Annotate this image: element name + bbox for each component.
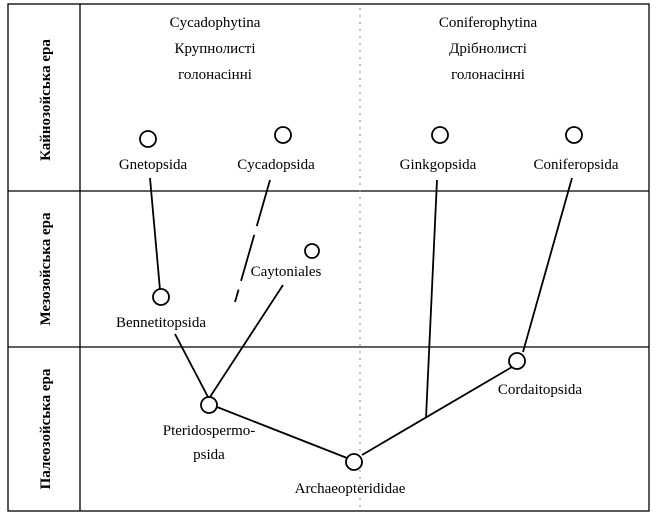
label-pteridospermopsida-line2: psida bbox=[193, 447, 225, 463]
group-subtitle2-coniferophytina: голонасінні bbox=[451, 67, 525, 83]
tree-nodes bbox=[139, 126, 583, 471]
diagram-frame bbox=[7, 3, 650, 512]
era-label-paleozoic: Палеозойська ера bbox=[38, 368, 54, 489]
branch-cycadopsida-pteridosperm bbox=[234, 179, 271, 303]
node-gnetopsida bbox=[139, 130, 157, 148]
era-label-cenozoic: Кайнозойська ера bbox=[38, 39, 54, 161]
node-bennetitopsida bbox=[152, 288, 170, 306]
label-caytoniales: Caytoniales bbox=[251, 264, 322, 280]
branch-caytoniales-pteridosperm bbox=[209, 284, 284, 398]
group-subtitle-cycadophytina: Крупнолисті bbox=[174, 41, 255, 57]
node-pteridospermopsida bbox=[200, 396, 218, 414]
branch-archaeopterid-cordaitopsida bbox=[361, 366, 513, 456]
node-archaeopterididae bbox=[345, 453, 363, 471]
label-cordaitopsida: Cordaitopsida bbox=[498, 382, 582, 398]
label-cycadopsida: Cycadopsida bbox=[237, 157, 315, 173]
group-title-cycadophytina: Cycadophytina bbox=[170, 15, 261, 31]
label-ginkgopsida: Ginkgopsida bbox=[400, 157, 477, 173]
branch-ginkgopsida bbox=[425, 179, 438, 419]
node-coniferopsida bbox=[565, 126, 583, 144]
group-title-coniferophytina: Coniferophytina bbox=[439, 15, 538, 31]
branch-gnetopsida-bennetitopsida bbox=[149, 177, 161, 291]
label-coniferopsida: Coniferopsida bbox=[534, 157, 619, 173]
label-archaeopterididae: Archaeopterididae bbox=[295, 481, 406, 497]
branch-pteridosperm-archaeopterid bbox=[216, 406, 348, 459]
group-subtitle-coniferophytina: Дрібнолисті bbox=[449, 41, 527, 57]
node-caytoniales bbox=[304, 243, 320, 259]
branch-coniferopsida-cordaitopsida bbox=[522, 177, 573, 353]
group-subtitle2-cycadophytina: голонасінні bbox=[178, 67, 252, 83]
label-bennetitopsida: Bennetitopsida bbox=[116, 315, 206, 331]
label-pteridospermopsida-line1: Pteridospermo- bbox=[163, 423, 255, 439]
era-label-mesozoic: Мезозойська ера bbox=[38, 212, 54, 325]
node-cycadopsida bbox=[274, 126, 292, 144]
node-ginkgopsida bbox=[431, 126, 449, 144]
branch-bennetitopsida-pteridosperm bbox=[174, 333, 209, 398]
tree-branches bbox=[149, 177, 573, 459]
label-gnetopsida: Gnetopsida bbox=[119, 157, 188, 173]
node-cordaitopsida bbox=[508, 352, 526, 370]
